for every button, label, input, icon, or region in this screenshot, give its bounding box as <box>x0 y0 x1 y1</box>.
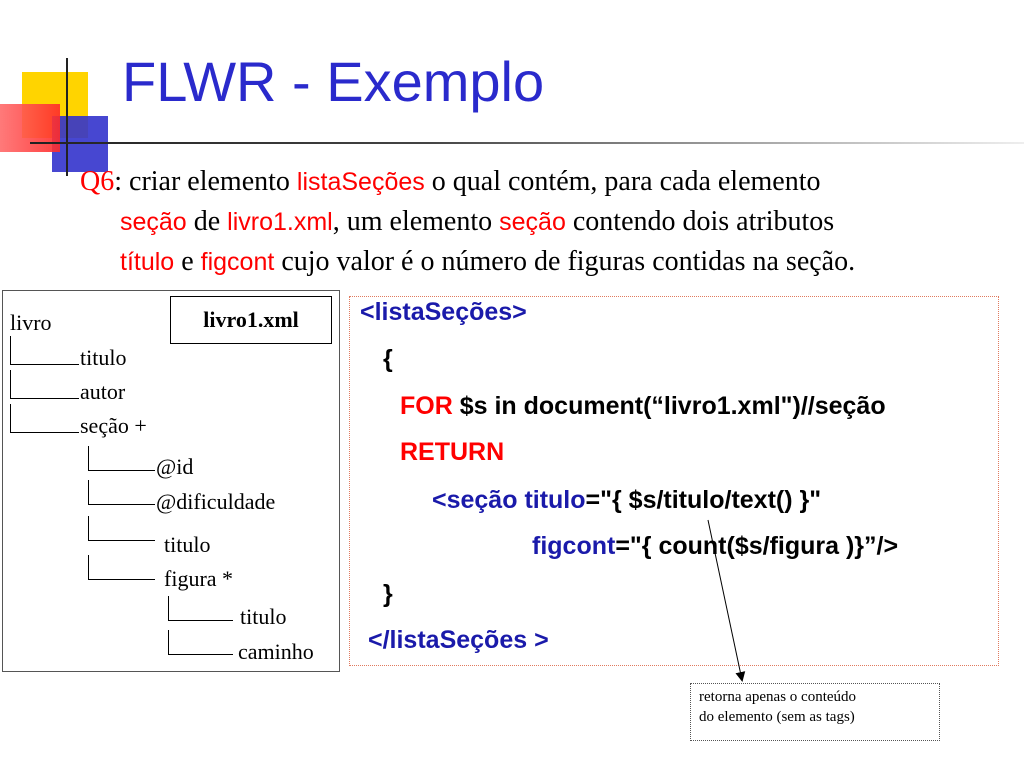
tree-branch <box>168 630 233 655</box>
code-token: <seção <box>432 486 525 514</box>
code-token: $s in document(“livro1.xml")//seção <box>452 392 886 420</box>
title-underline <box>30 142 1024 144</box>
decor-blue-square <box>52 116 108 172</box>
code-token: </listaSeções > <box>368 626 549 654</box>
note-line: do elemento (sem as tags) <box>699 709 855 725</box>
code-token: <listaSeções> <box>360 298 527 326</box>
term-figcont: figcont <box>200 248 275 276</box>
tree-branch <box>88 480 155 505</box>
tree-branch <box>10 336 79 365</box>
tree-node: titulo <box>164 532 211 557</box>
tree-node: titulo <box>80 345 127 370</box>
decor-red-square <box>0 104 60 152</box>
code-line: { <box>383 345 393 373</box>
code-panel <box>349 296 999 666</box>
code-keyword: FOR <box>400 392 453 420</box>
code-attr: titulo <box>524 486 586 514</box>
tree-node: caminho <box>238 639 314 664</box>
tree-node: titulo <box>240 604 287 629</box>
xml-file-label: livro1.xml <box>170 296 332 344</box>
note-line: retorna apenas o conteúdo <box>699 689 857 705</box>
tree-branch <box>88 446 155 471</box>
decor-vertical-line <box>66 58 68 176</box>
question-segment: , um elemento <box>332 206 500 237</box>
tree-node: @id <box>156 454 194 479</box>
question-segment: o qual contém, para cada elemento <box>424 166 821 197</box>
slide-title: FLWR - Exemplo <box>122 50 545 113</box>
code-line: <seção titulo="{ $s/titulo/text() }" <box>432 486 821 515</box>
question-segment: e <box>174 246 201 277</box>
term-lista-secoes: listaSeções <box>296 168 425 196</box>
annotation-note: retorna apenas o conteúdo do elemento (s… <box>690 683 940 741</box>
term-secao: seção <box>120 208 187 236</box>
code-attr: figcont <box>532 532 616 560</box>
code-line: FOR $s in document(“livro1.xml")//seção <box>400 392 886 421</box>
code-line: } <box>383 580 393 608</box>
tree-branch <box>88 555 155 580</box>
term-secao: seção <box>499 208 566 236</box>
tree-node: autor <box>80 379 126 404</box>
tree-node: @dificuldade <box>156 489 276 514</box>
question-segment: : criar elemento <box>114 166 297 197</box>
term-livro-xml: livro1.xml <box>227 208 333 236</box>
tree-branch <box>10 370 79 399</box>
tree-node: figura * <box>164 566 234 591</box>
xml-tree-panel <box>2 290 340 672</box>
term-titulo: título <box>120 248 175 276</box>
code-token: ="{ count($s/figura )}”/> <box>615 532 899 560</box>
question-text: Q6: criar elemento listaSeções o qual co… <box>80 162 1020 282</box>
tree-node-root: livro <box>10 310 52 335</box>
code-token: ="{ $s/titulo/text() }" <box>585 486 822 514</box>
question-segment: contendo dois atributos <box>565 206 835 237</box>
question-segment: de <box>186 206 228 237</box>
tree-branch <box>10 404 79 433</box>
question-label: Q6 <box>80 166 115 197</box>
code-line: <listaSeções> <box>360 298 527 327</box>
code-line: figcont="{ count($s/figura )}”/> <box>532 532 898 561</box>
question-segment: cujo valor é o número de figuras contida… <box>274 246 856 277</box>
tree-branch <box>88 516 155 541</box>
code-keyword: RETURN <box>400 438 505 466</box>
tree-node: seção + <box>80 413 147 438</box>
code-line: RETURN <box>400 438 504 467</box>
tree-branch <box>168 596 233 621</box>
code-line: </listaSeções > <box>368 626 549 655</box>
